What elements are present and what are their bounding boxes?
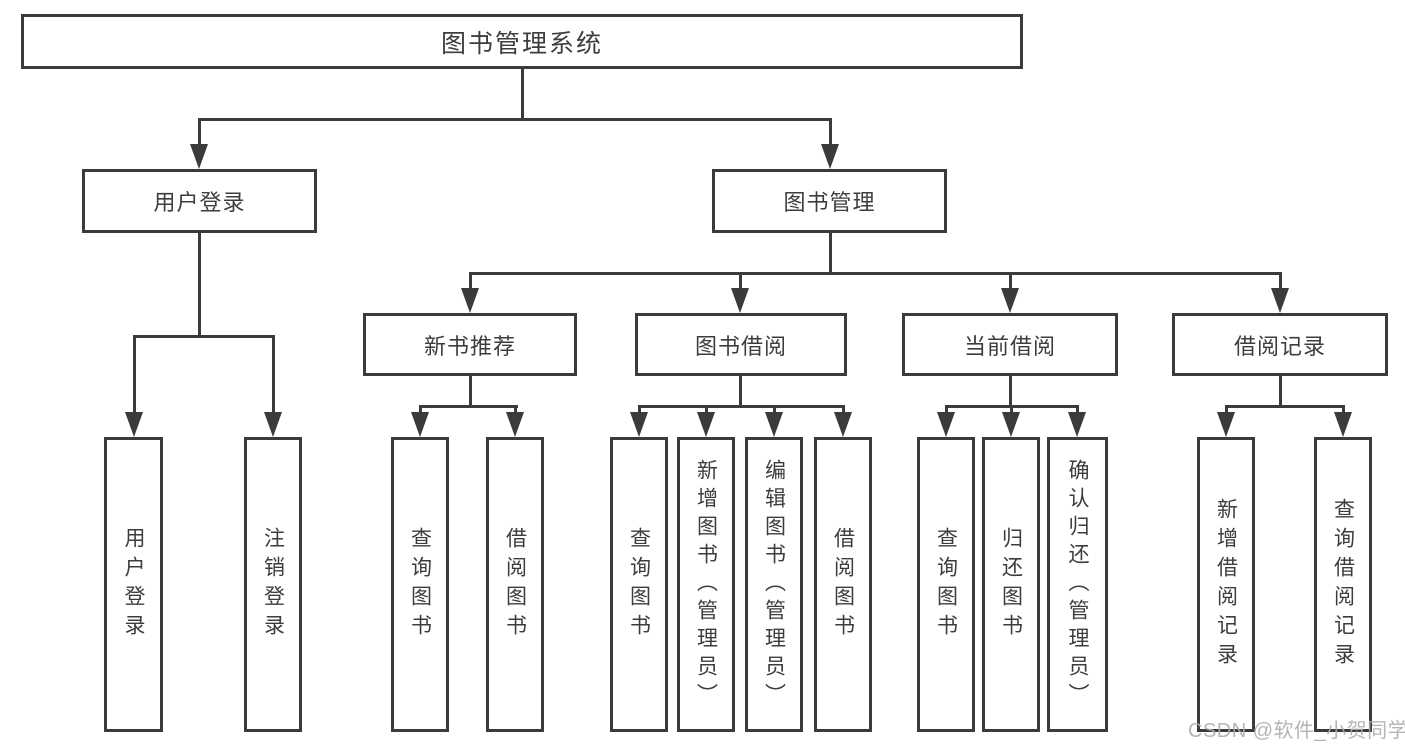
connector-line bbox=[1075, 405, 1079, 415]
arrowhead bbox=[264, 412, 282, 437]
connector-line bbox=[468, 272, 1282, 275]
arrowhead bbox=[461, 288, 479, 313]
leaf-br-query-record-label: 查询借阅记录 bbox=[1331, 497, 1355, 672]
arrowhead bbox=[697, 412, 715, 437]
connector-line bbox=[704, 405, 708, 415]
connector-line bbox=[418, 405, 518, 408]
leaf-bb-borrow-book: 借阅图书 bbox=[814, 437, 872, 732]
arrowhead bbox=[1334, 412, 1352, 437]
node-new-book-recommend: 新书推荐 bbox=[363, 313, 577, 376]
connector-line bbox=[738, 376, 742, 405]
arrowhead bbox=[731, 288, 749, 313]
connector-line bbox=[468, 272, 472, 290]
node-book-management-label: 图书管理 bbox=[783, 190, 876, 215]
node-book-borrow-label: 图书借阅 bbox=[694, 333, 787, 359]
connector-line bbox=[828, 118, 832, 147]
connector-line bbox=[841, 405, 845, 415]
leaf-bb-edit-book-admin: 编辑图书（管理员） bbox=[745, 437, 803, 732]
node-current-borrow-label: 当前借阅 bbox=[963, 333, 1056, 359]
arrowhead bbox=[125, 412, 143, 437]
connector-line bbox=[468, 376, 472, 405]
leaf-logout-login-label: 注销登录 bbox=[261, 526, 285, 643]
arrowhead bbox=[1001, 288, 1019, 313]
connector-line bbox=[418, 405, 422, 415]
connector-line bbox=[197, 118, 201, 147]
connector-line bbox=[1224, 405, 1345, 408]
arrowhead bbox=[834, 412, 852, 437]
leaf-rec-query-book: 查询图书 bbox=[391, 437, 449, 732]
node-borrow-record-label: 借阅记录 bbox=[1233, 333, 1326, 359]
leaf-rec-query-book-label: 查询图书 bbox=[408, 526, 432, 643]
connector-line bbox=[513, 405, 517, 415]
connector-line bbox=[637, 405, 845, 408]
connector-line bbox=[738, 272, 742, 290]
node-user-login-label: 用户登录 bbox=[153, 190, 246, 215]
connector-line bbox=[1278, 376, 1282, 405]
connector-line bbox=[1009, 405, 1013, 415]
leaf-bb-edit-book-admin-label: 编辑图书（管理员） bbox=[762, 458, 786, 711]
connector-line bbox=[772, 405, 776, 415]
leaf-cb-confirm-return-admin-label: 确认归还（管理员） bbox=[1066, 458, 1089, 711]
leaf-rec-borrow-book: 借阅图书 bbox=[486, 437, 544, 732]
node-new-book-recommend-label: 新书推荐 bbox=[423, 333, 516, 359]
leaf-rec-borrow-book-label: 借阅图书 bbox=[503, 526, 527, 643]
leaf-bb-add-book-admin: 新增图书（管理员） bbox=[677, 437, 735, 732]
arrowhead bbox=[1068, 412, 1086, 437]
connector-line bbox=[271, 335, 275, 415]
connector-line bbox=[520, 68, 524, 118]
node-system-root-label: 图书管理系统 bbox=[440, 29, 603, 58]
leaf-br-query-record: 查询借阅记录 bbox=[1314, 437, 1372, 732]
leaf-user-login: 用户登录 bbox=[104, 437, 163, 732]
leaf-br-add-record: 新增借阅记录 bbox=[1197, 437, 1255, 732]
arrowhead bbox=[411, 412, 429, 437]
connector-line bbox=[1278, 272, 1282, 290]
connector-line bbox=[132, 335, 275, 338]
leaf-cb-query-book: 查询图书 bbox=[917, 437, 975, 732]
connector-line bbox=[944, 405, 948, 415]
arrowhead bbox=[630, 412, 648, 437]
connector-line bbox=[197, 118, 832, 121]
connector-line bbox=[197, 233, 201, 335]
leaf-user-login-label: 用户登录 bbox=[122, 526, 145, 643]
connector-line bbox=[1224, 405, 1228, 415]
arrowhead bbox=[765, 412, 783, 437]
node-book-borrow: 图书借阅 bbox=[635, 313, 847, 376]
arrowhead bbox=[821, 144, 839, 169]
arrowhead bbox=[937, 412, 955, 437]
node-current-borrow: 当前借阅 bbox=[902, 313, 1118, 376]
arrowhead bbox=[1271, 288, 1289, 313]
leaf-cb-return-book: 归还图书 bbox=[982, 437, 1040, 732]
leaf-cb-confirm-return-admin: 确认归还（管理员） bbox=[1047, 437, 1108, 732]
node-system-root: 图书管理系统 bbox=[21, 14, 1023, 69]
arrowhead bbox=[506, 412, 524, 437]
leaf-br-add-record-label: 新增借阅记录 bbox=[1214, 497, 1238, 672]
connector-line bbox=[132, 335, 136, 415]
leaf-bb-query-book: 查询图书 bbox=[610, 437, 668, 732]
leaf-bb-borrow-book-label: 借阅图书 bbox=[831, 526, 855, 643]
node-borrow-record: 借阅记录 bbox=[1172, 313, 1388, 376]
leaf-cb-return-book-label: 归还图书 bbox=[999, 526, 1023, 643]
arrowhead bbox=[190, 144, 208, 169]
node-book-management: 图书管理 bbox=[712, 169, 947, 233]
connector-line bbox=[1008, 376, 1012, 405]
leaf-logout-login: 注销登录 bbox=[244, 437, 302, 732]
csdn-watermark: CSDN @软件_小贺同学 bbox=[1188, 720, 1405, 742]
connector-line bbox=[828, 233, 832, 272]
arrowhead bbox=[1002, 412, 1020, 437]
arrowhead bbox=[1217, 412, 1235, 437]
connector-line bbox=[1341, 405, 1345, 415]
node-user-login: 用户登录 bbox=[82, 169, 317, 233]
connector-line bbox=[1008, 272, 1012, 290]
connector-line bbox=[637, 405, 641, 415]
leaf-bb-add-book-admin-label: 新增图书（管理员） bbox=[694, 458, 718, 711]
leaf-cb-query-book-label: 查询图书 bbox=[934, 526, 958, 643]
leaf-bb-query-book-label: 查询图书 bbox=[627, 526, 651, 643]
